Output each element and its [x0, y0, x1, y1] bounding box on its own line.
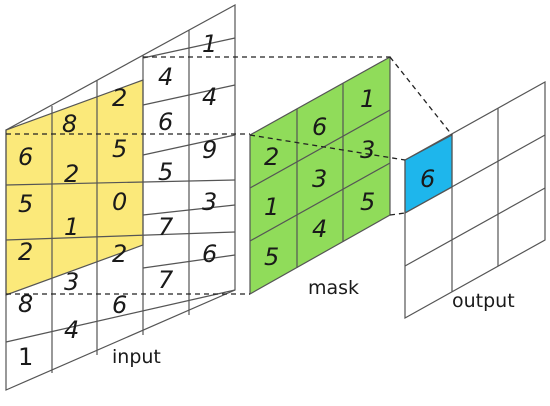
input-cell: 4 [202, 83, 217, 111]
input-cell: 6 [202, 240, 217, 268]
output-hline [404, 134, 546, 214]
mask-values: 2 6 1 1 3 3 5 4 5 [264, 85, 375, 271]
input-cell: 7 [158, 213, 174, 241]
mask-cell: 3 [312, 165, 327, 193]
mask-cell: 3 [360, 136, 375, 164]
input-cell: 5 [112, 135, 127, 163]
input-cell: 9 [202, 136, 217, 164]
output-hline [404, 187, 546, 267]
mask-cell: 2 [264, 143, 279, 171]
mask-cell: 6 [312, 113, 327, 141]
dashed-line [389, 56, 453, 136]
input-label: input [112, 346, 161, 368]
input-hline [5, 179, 236, 186]
input-hline [142, 37, 236, 59]
input-cell: 8 [18, 290, 33, 318]
output-grid [404, 80, 546, 320]
input-hline [142, 204, 236, 216]
mask-label: mask [308, 277, 359, 299]
input-cell: 6 [18, 143, 33, 171]
mask-hline [249, 109, 391, 189]
input-cell: 2 [64, 160, 79, 188]
input-cell: 7 [158, 266, 174, 294]
mask-cell: 5 [264, 243, 279, 271]
input-cell: 5 [18, 190, 33, 218]
mask-cell: 1 [264, 193, 279, 221]
input-hline [142, 254, 236, 269]
mask-grid [249, 55, 391, 296]
input-values: 1 4 8 2 4 6 6 5 9 5 5 2 0 3 7 2 1 2 6 3 … [18, 30, 217, 371]
input-cell: 3 [202, 188, 217, 216]
input-hline [5, 289, 236, 343]
projection-lines [6, 56, 453, 295]
input-cell: 1 [202, 30, 217, 58]
input-cell: 4 [64, 316, 79, 344]
mask-hline [249, 162, 391, 242]
input-cell: 3 [64, 268, 79, 296]
dashed-line [249, 134, 406, 161]
mask-cell: 5 [360, 188, 375, 216]
input-cell: 6 [112, 291, 127, 319]
input-cell: 2 [112, 84, 127, 112]
mask-cell: 1 [360, 85, 375, 113]
input-cell: 8 [62, 110, 77, 138]
input-cell: 1 [18, 343, 33, 371]
input-hline [142, 134, 236, 156]
output-values: 6 [420, 165, 435, 193]
input-hline [5, 231, 236, 241]
input-cell: 2 [112, 240, 127, 268]
input-cell: 5 [158, 158, 173, 186]
mask-cell: 4 [312, 215, 327, 243]
dashed-line [389, 212, 406, 216]
input-cell: 1 [64, 213, 79, 241]
output-cell: 6 [420, 165, 435, 193]
input-cell: 4 [158, 63, 173, 91]
input-cell: 2 [18, 238, 33, 266]
input-hline [142, 84, 236, 106]
output-label: output [452, 290, 515, 312]
input-cell: 6 [158, 108, 173, 136]
input-cell: 0 [112, 188, 127, 216]
